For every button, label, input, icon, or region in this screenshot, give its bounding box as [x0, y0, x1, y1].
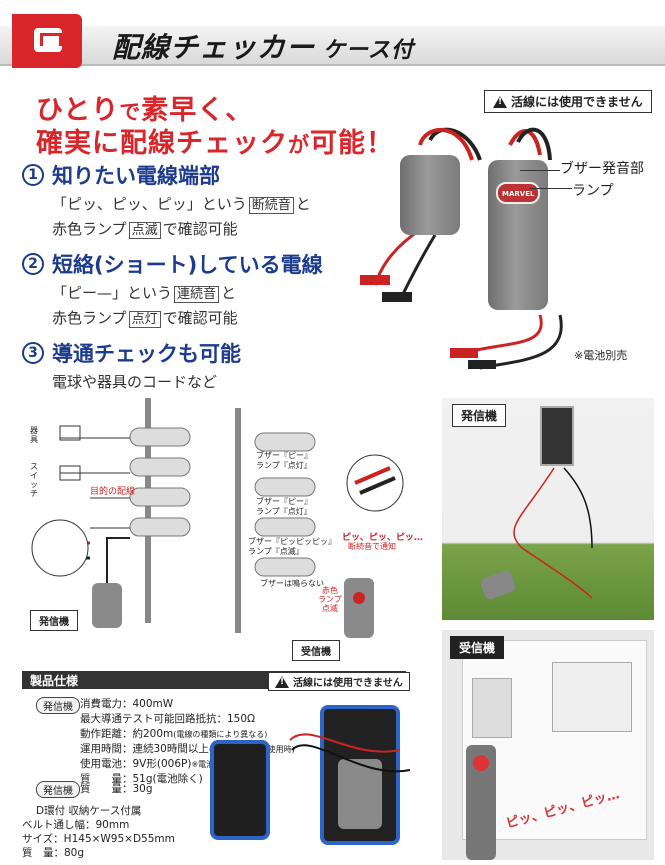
label-fixture: 器具 — [30, 426, 38, 444]
lamp-indicator — [496, 182, 540, 204]
callout-lamp: ランプ — [572, 183, 614, 199]
warning-icon — [275, 675, 289, 688]
label-switch: スイッチ — [30, 462, 38, 498]
callout-line — [530, 188, 572, 189]
feature-title: 導通チェックも可能 — [52, 342, 241, 366]
feature-title: 短絡(ショート)している電線 — [52, 253, 323, 277]
sender-cables — [513, 467, 593, 599]
receiver-device — [466, 745, 496, 860]
label-silent: ブザーは鳴らない — [260, 579, 324, 588]
case-open — [320, 705, 400, 845]
brand-logo — [12, 14, 82, 68]
receiver-unit: MARVEL — [488, 160, 548, 310]
label-sender: 発信機 — [30, 610, 78, 631]
sender-photo: 発信機 — [442, 398, 654, 620]
receiver-photo-tag: 受信機 — [450, 636, 505, 659]
feature-number: 3 — [22, 342, 44, 364]
breaker-2 — [552, 662, 632, 732]
outlet-box — [540, 406, 574, 466]
product-illustration: MARVEL ブザー発音部 ランプ ※電池別売 — [360, 120, 660, 370]
diagram-svg — [31, 398, 404, 638]
breaker-1 — [472, 678, 512, 738]
spec-receiver-mass: 質 量：30g — [80, 783, 153, 795]
headline-line-2: 確実に配線チェックが可能！ — [36, 128, 394, 159]
sender-unit — [400, 155, 460, 235]
label-target-wire: 目的の配線 — [90, 487, 136, 497]
spec-case-title: D環付 収納ケース付属 — [36, 805, 142, 817]
sender-photo-tag: 発信機 — [452, 404, 507, 427]
wiring-diagram: 器具 スイッチ 目的の配線 ブザー『ピー』 ランプ『点灯』 ブザー『ピー』 ラン… — [30, 398, 430, 663]
case-closed — [210, 740, 270, 840]
tester-cables — [360, 127, 563, 370]
envelope-icon — [34, 28, 62, 52]
header-banner: 配線チェッカーケース付 — [0, 12, 665, 68]
feature-title: 知りたい電線端部 — [52, 164, 220, 188]
case-cables — [289, 733, 411, 773]
feature-number: 2 — [22, 253, 44, 275]
receiver-photo: 受信機 ピッ、ピッ、ピッ… — [442, 630, 654, 860]
feature-number: 1 — [22, 164, 44, 186]
page-title: 配線チェッカーケース付 — [112, 31, 414, 64]
callout-buzzer: ブザー発音部 — [560, 161, 644, 177]
spec-case-belt: ベルト通し幅：90mm — [22, 819, 130, 831]
label-beep-3: ブザー『ピッピッピッ』 — [248, 537, 336, 546]
label-beep-1: ブザー『ピー』 — [256, 451, 312, 460]
spec-sender-tag: 発信機 — [36, 697, 80, 714]
live-wire-warning: 活線には使用できません — [484, 90, 652, 113]
header-bar — [0, 26, 665, 66]
spec-case-mass: 質 量：80g — [22, 847, 85, 859]
brand-label: MARVEL — [502, 190, 535, 198]
case-illustration — [200, 700, 430, 860]
label-red-lamp: 赤色ランプ点滅 — [318, 586, 342, 613]
callout-line — [520, 170, 560, 171]
spec-warning: 活線には使用できません — [268, 672, 410, 691]
label-sound: ピッ、ピッ、ピッ… — [342, 533, 423, 543]
label-receiver: 受信機 — [292, 640, 340, 661]
spec-case-size: サイズ：H145×W95×D55mm — [22, 833, 175, 845]
label-beep-2: ブザー『ピー』 — [256, 497, 312, 506]
headline-line-1: ひとりで素早く、 — [36, 95, 254, 126]
label-lamp-2: ランプ『点灯』 — [256, 507, 312, 516]
page-subtitle: ケース付 — [323, 38, 414, 63]
lamp-icon — [473, 755, 489, 771]
battery-note: ※電池別売 — [574, 349, 628, 362]
receiver-in-case — [338, 759, 382, 829]
spec-sender-rows: 消費電力：400mW 最大導通テスト可能回路抵抗：150Ω 動作距離：約200m… — [80, 698, 295, 785]
spec-receiver-tag: 発信機 — [36, 781, 80, 798]
warning-icon — [493, 95, 507, 108]
label-lamp-1: ランプ『点灯』 — [256, 461, 312, 470]
label-sound-2: 断続音で通知 — [348, 542, 396, 551]
label-lamp-3: ランプ『点滅』 — [248, 547, 304, 556]
